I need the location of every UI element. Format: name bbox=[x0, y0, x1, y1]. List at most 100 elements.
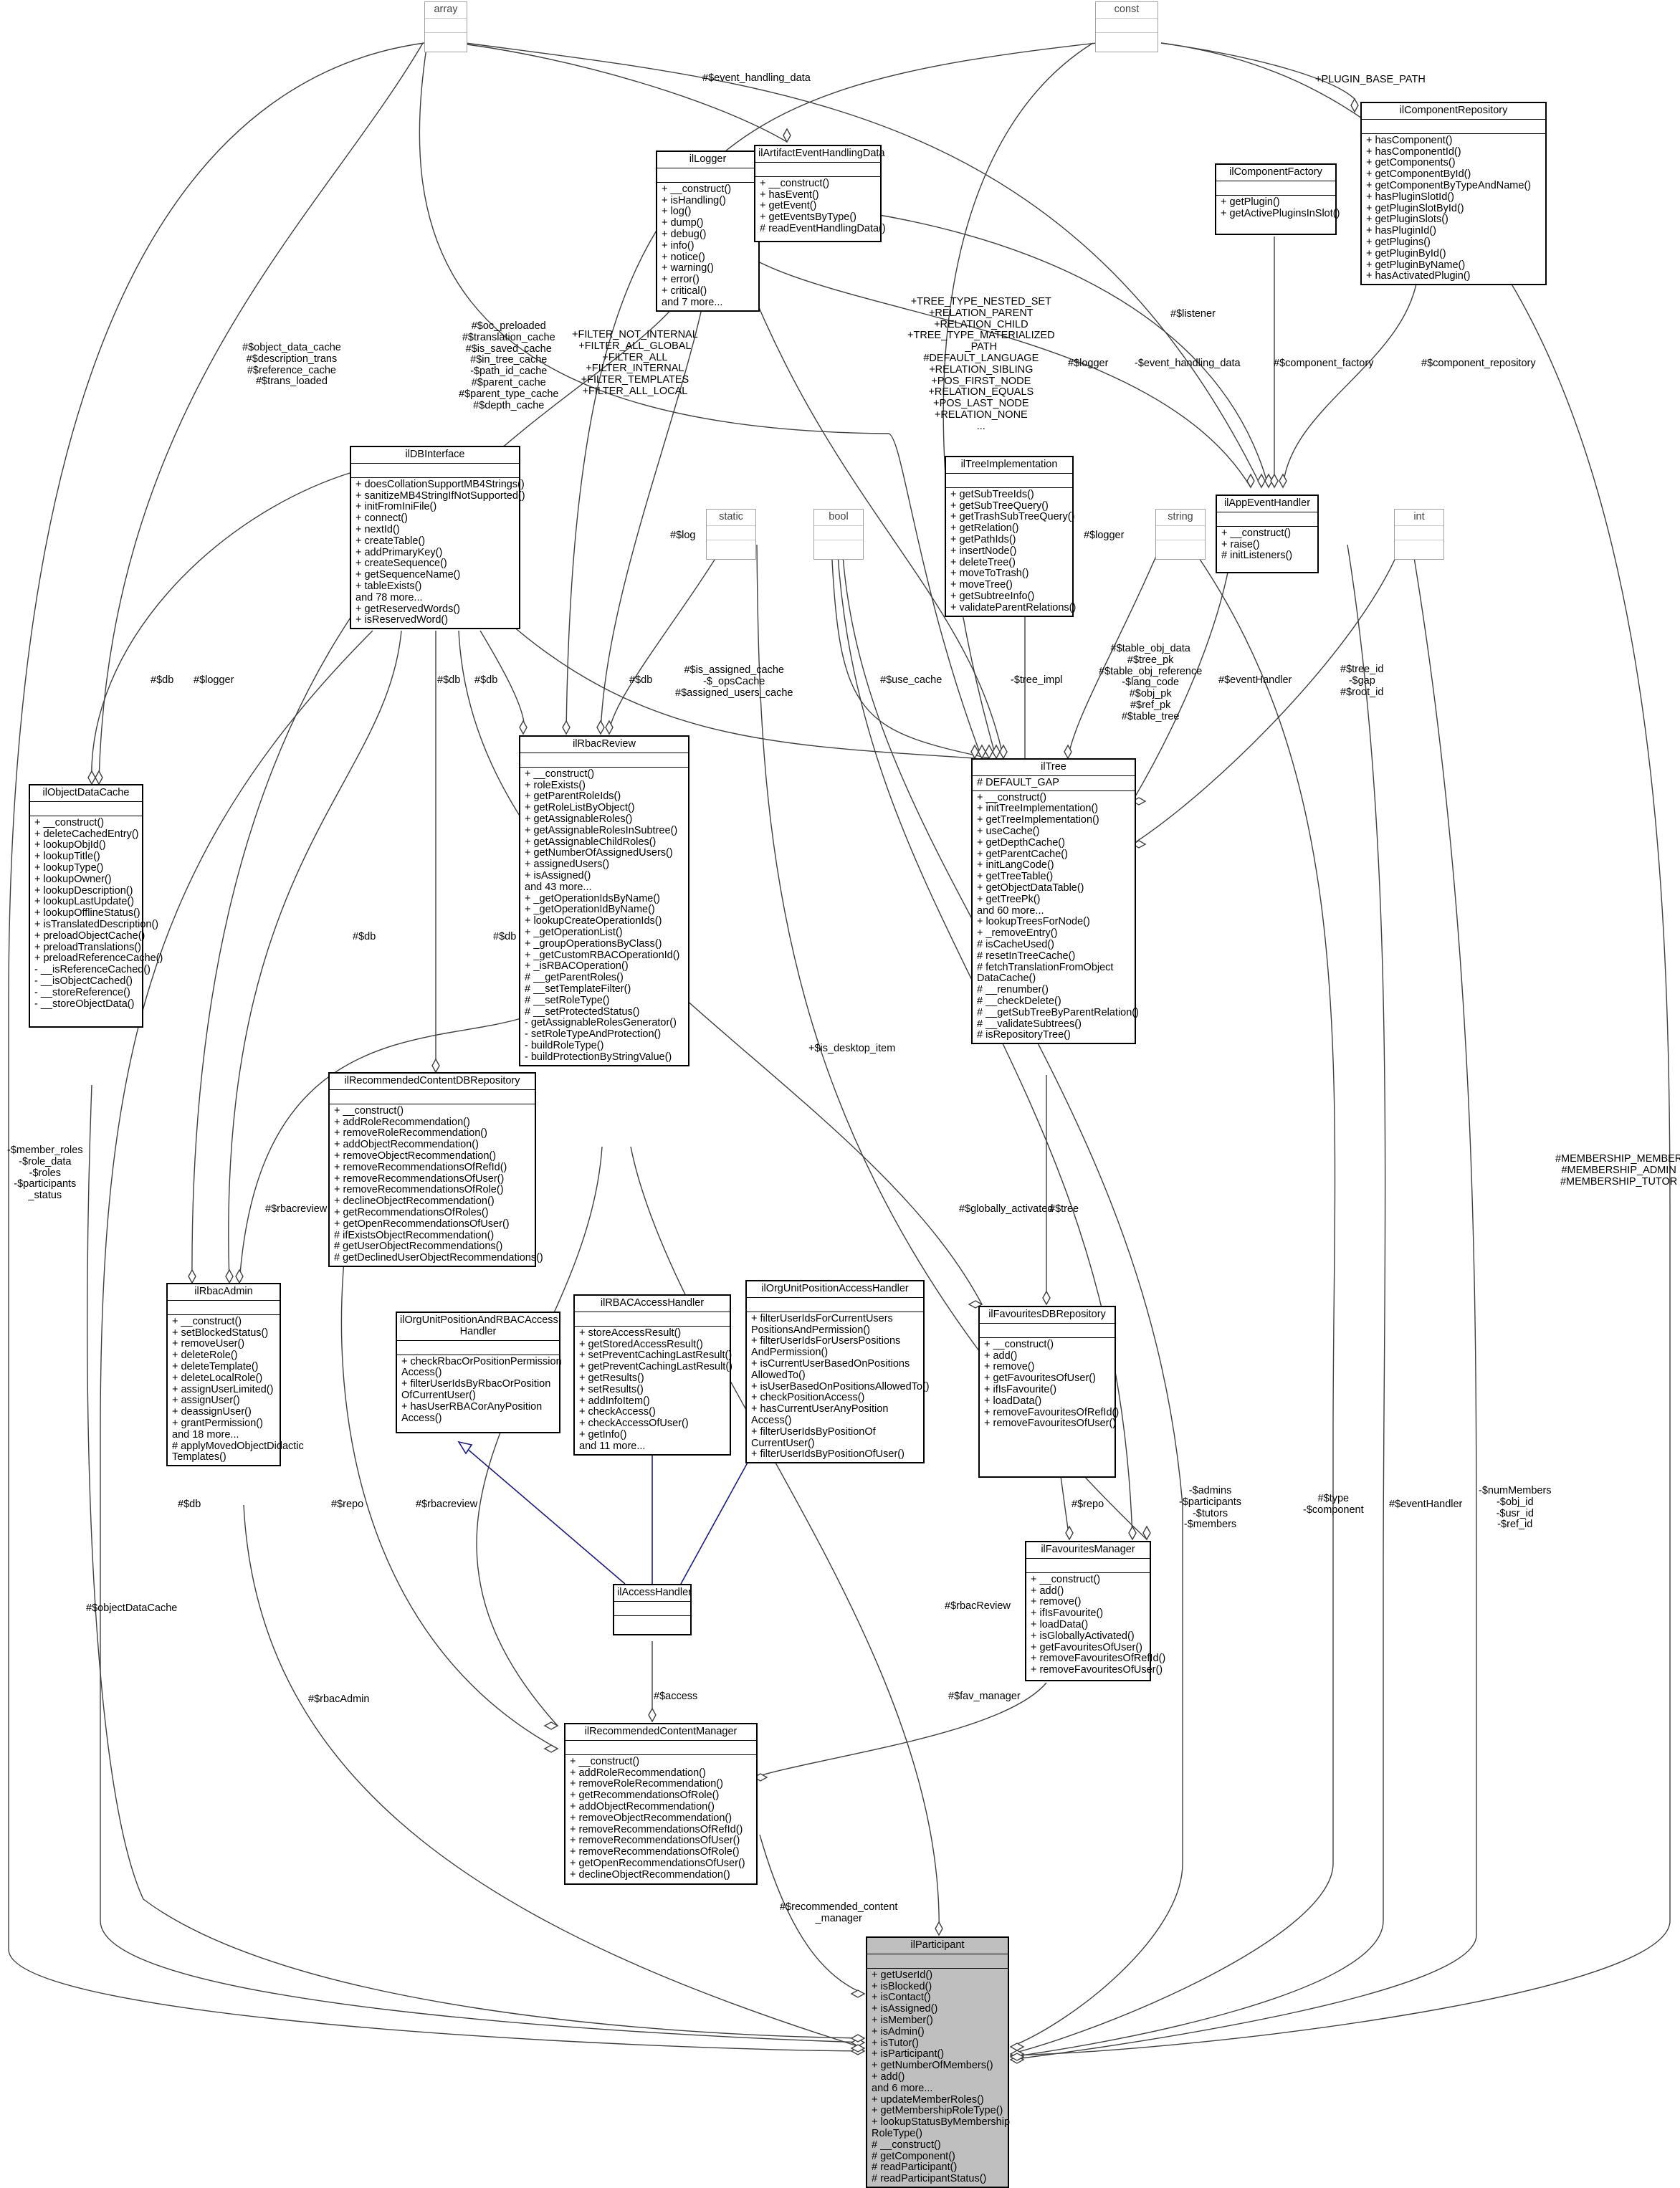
method: # readParticipant() bbox=[872, 2161, 958, 2174]
edge-label: +$is_desktop_item bbox=[808, 1043, 895, 1055]
edge-label-line: #$objectDataCache bbox=[86, 1602, 178, 1614]
method: + getEvent() bbox=[760, 200, 817, 212]
edge-label: #$db bbox=[493, 931, 516, 943]
edge-label-line: +$is_desktop_item bbox=[808, 1043, 896, 1054]
edge-label-line: -$gap bbox=[1348, 674, 1375, 687]
method: # __getSubTreeByParentRelation() bbox=[977, 1006, 1139, 1018]
method: + getSubTreeIds() bbox=[950, 488, 1034, 500]
attribute-section bbox=[980, 1322, 1115, 1337]
method-section bbox=[707, 539, 755, 559]
method: + lookupOwner() bbox=[34, 873, 112, 885]
method: + addRoleRecommendation() bbox=[334, 1116, 470, 1128]
edge-label-line: +POS_FIRST_NODE bbox=[931, 375, 1031, 387]
edge-label-line: #$db bbox=[474, 674, 498, 686]
method: + preloadObjectCache() bbox=[34, 930, 145, 942]
attribute-section bbox=[425, 17, 467, 32]
edge-label-line: #$root_id bbox=[1340, 686, 1384, 698]
method: + addInfoItem() bbox=[579, 1395, 650, 1407]
method: - __isReferenceCached() bbox=[34, 964, 151, 976]
method: - __storeReference() bbox=[34, 986, 130, 998]
class-name: ilParticipant bbox=[910, 1939, 965, 1951]
method: + getAssignableChildRoles() bbox=[525, 836, 657, 848]
edge-label-line: #$rbacReview bbox=[945, 1600, 1011, 1612]
method: + lookupType() bbox=[34, 861, 104, 874]
edge-label-line: #$component_factory bbox=[1274, 358, 1374, 369]
method: + removeFavouritesOfRefId() bbox=[1031, 1653, 1166, 1665]
class-int: int bbox=[1394, 509, 1444, 560]
method: # fetchTranslationFromObject bbox=[977, 961, 1114, 973]
method: + lookupTitle() bbox=[34, 851, 100, 863]
edge-label-line: -$path_id_cache bbox=[470, 366, 548, 378]
edge-odc-ilParticipant bbox=[87, 1084, 865, 2039]
method: and 60 more... bbox=[977, 904, 1044, 917]
edge-label-line: _status bbox=[28, 1190, 62, 1202]
edge-label-line: #$logger bbox=[1084, 530, 1125, 541]
edge-label: +FILTER_NOT_INTERNAL+FILTER_ALL_GLOBAL+F… bbox=[572, 329, 698, 398]
method: + assignedUsers() bbox=[525, 859, 610, 871]
method: # isCacheUsed() bbox=[977, 938, 1054, 950]
class-name: bool bbox=[829, 511, 849, 522]
edge-label-line: -$numMembers bbox=[1479, 1485, 1552, 1496]
attribute-section bbox=[520, 752, 688, 767]
class-ilOrgUnitPositionAccessHandler: ilOrgUnitPositionAccessHandler+ filterUs… bbox=[745, 1280, 930, 1464]
method: + _groupOperationsByClass() bbox=[525, 937, 662, 950]
edge-label-line: +RELATION_EQUALS bbox=[928, 386, 1034, 398]
class-name: ilRecommendedContentManager bbox=[584, 1726, 738, 1737]
edge-label-line: +PLUGIN_BASE_PATH bbox=[1315, 74, 1426, 85]
method: + getTreePk() bbox=[977, 893, 1041, 905]
edge-label-line: #$parent_cache bbox=[471, 376, 546, 388]
edge-label: #$db bbox=[178, 1499, 201, 1511]
edge-label-line: -$tree_impl bbox=[1011, 674, 1063, 686]
attribute-section bbox=[707, 525, 755, 540]
method: + checkAccess() bbox=[579, 1406, 656, 1418]
edge-label: #$db bbox=[474, 674, 498, 687]
method-section: + __construct()+ hasEvent()+ getEvent()+… bbox=[755, 176, 886, 237]
edge-label-line: #$translation_cache bbox=[462, 331, 555, 343]
edge-label-line: #$obj_pk bbox=[1129, 688, 1172, 700]
edge-label: #$access bbox=[654, 1691, 697, 1703]
method: + isTutor() bbox=[872, 2037, 919, 2049]
edge-label-line: #$db bbox=[151, 674, 174, 686]
attribute-section bbox=[614, 1600, 690, 1615]
edge-rbacadmin-ilParticipant bbox=[243, 1504, 865, 2049]
edge-label-line: #MEMBERSHIP_ADMIN bbox=[1561, 1164, 1676, 1176]
edge-label-line: #$db bbox=[178, 1499, 201, 1510]
edge-label: #$logger bbox=[194, 674, 234, 687]
class-ilParticipant: ilParticipant+ getUserId()+ isBlocked()+… bbox=[866, 1936, 1011, 2188]
edge-label-line: #$type bbox=[1317, 1493, 1350, 1504]
edge-label-line: -$members bbox=[1183, 1519, 1237, 1531]
method: # __validateSubtrees() bbox=[977, 1018, 1082, 1030]
method: + moveTree() bbox=[950, 579, 1013, 591]
method-section: + __construct()+ raise()# initListeners(… bbox=[1217, 525, 1317, 563]
method: + lookupTreesForNode() bbox=[977, 916, 1090, 928]
method: + deleteCachedEntry() bbox=[34, 828, 139, 840]
attribute-section bbox=[30, 801, 142, 816]
method: + remove() bbox=[984, 1361, 1035, 1373]
edge-label: #$type-$component bbox=[1303, 1493, 1364, 1516]
method: + getParentRoleIds() bbox=[525, 790, 621, 803]
edge-rcdbrepo-ilRecommendedContentManager bbox=[340, 1261, 558, 1749]
method-section: + __construct()+ addRoleRecommendation()… bbox=[565, 1754, 756, 1883]
method: # getComponent() bbox=[872, 2150, 955, 2162]
method: + addPrimaryKey() bbox=[355, 546, 443, 558]
edge-label-line: #$assigned_users_cache bbox=[675, 687, 793, 699]
class-name: ilFavouritesManager bbox=[1041, 1544, 1135, 1555]
method: + setPreventCachingLastResult() bbox=[579, 1349, 732, 1362]
edge-const-ilParticipant bbox=[1010, 42, 1671, 2056]
edge-label-line: #$db bbox=[353, 931, 376, 942]
edge-label-line: #$fav_manager bbox=[948, 1691, 1021, 1702]
method: - __isObjectCached() bbox=[34, 975, 133, 987]
method: + hasComponent() bbox=[1366, 134, 1453, 146]
method: + dump() bbox=[662, 217, 704, 229]
method: + _getOperationIdsByName() bbox=[525, 892, 660, 904]
class-name: ilDBInterface bbox=[405, 449, 465, 460]
edge-label-line: +FILTER_ALL_LOCAL bbox=[582, 385, 688, 397]
method: + __construct() bbox=[760, 177, 830, 189]
method: + lookupStatusByMembership bbox=[872, 2116, 1011, 2129]
method: + createSequence() bbox=[355, 558, 447, 570]
edge-repository-ilAppEventHandler bbox=[1282, 259, 1420, 488]
method: + getResults() bbox=[579, 1372, 644, 1384]
edge-array-ilArtifactEventHandlingData bbox=[455, 42, 788, 143]
edge-label: #$rbacAdmin bbox=[308, 1693, 369, 1706]
